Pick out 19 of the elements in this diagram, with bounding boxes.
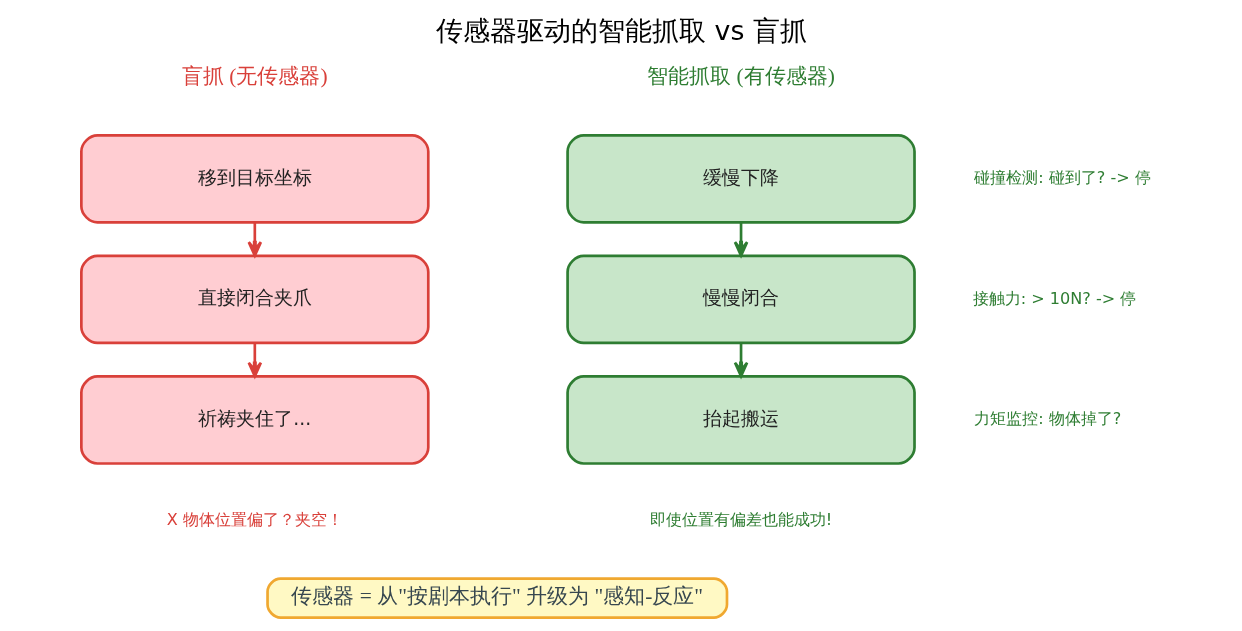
arrow <box>733 343 748 378</box>
node-label: 碰撞检测: 碰到了? -> 停 <box>973 168 1151 188</box>
node-label: 接触力: > 10N? -> 停 <box>972 288 1136 308</box>
arrow <box>246 222 262 257</box>
arrow <box>733 222 748 257</box>
node-label: X 物体位置偏了？夹空！ <box>166 510 343 530</box>
arrow <box>246 343 262 378</box>
node-label: 力矩监控: 物体掉了? <box>973 409 1121 429</box>
node-box: 移到目标坐标 <box>79 134 430 224</box>
node-box: 直接闭合夹爪 <box>79 254 430 345</box>
node-box: 慢慢闭合 <box>565 254 916 345</box>
node-box: 抬起搬运 <box>565 375 916 465</box>
label: 智能抓取 (有传感器) <box>646 63 835 88</box>
label: 盲抓 (无传感器) <box>181 63 328 88</box>
node-label: 即使位置有偏差也能成功! <box>649 510 832 530</box>
node-box: 缓慢下降 <box>565 134 916 224</box>
diagram-title: 传感器驱动的智能抓取 vs 盲抓 <box>435 15 807 47</box>
node-box: 传感器 = 从"按剧本执行" 升级为 "感知-反应" <box>265 577 728 619</box>
node-box: 祈祷夹住了... <box>79 375 430 465</box>
